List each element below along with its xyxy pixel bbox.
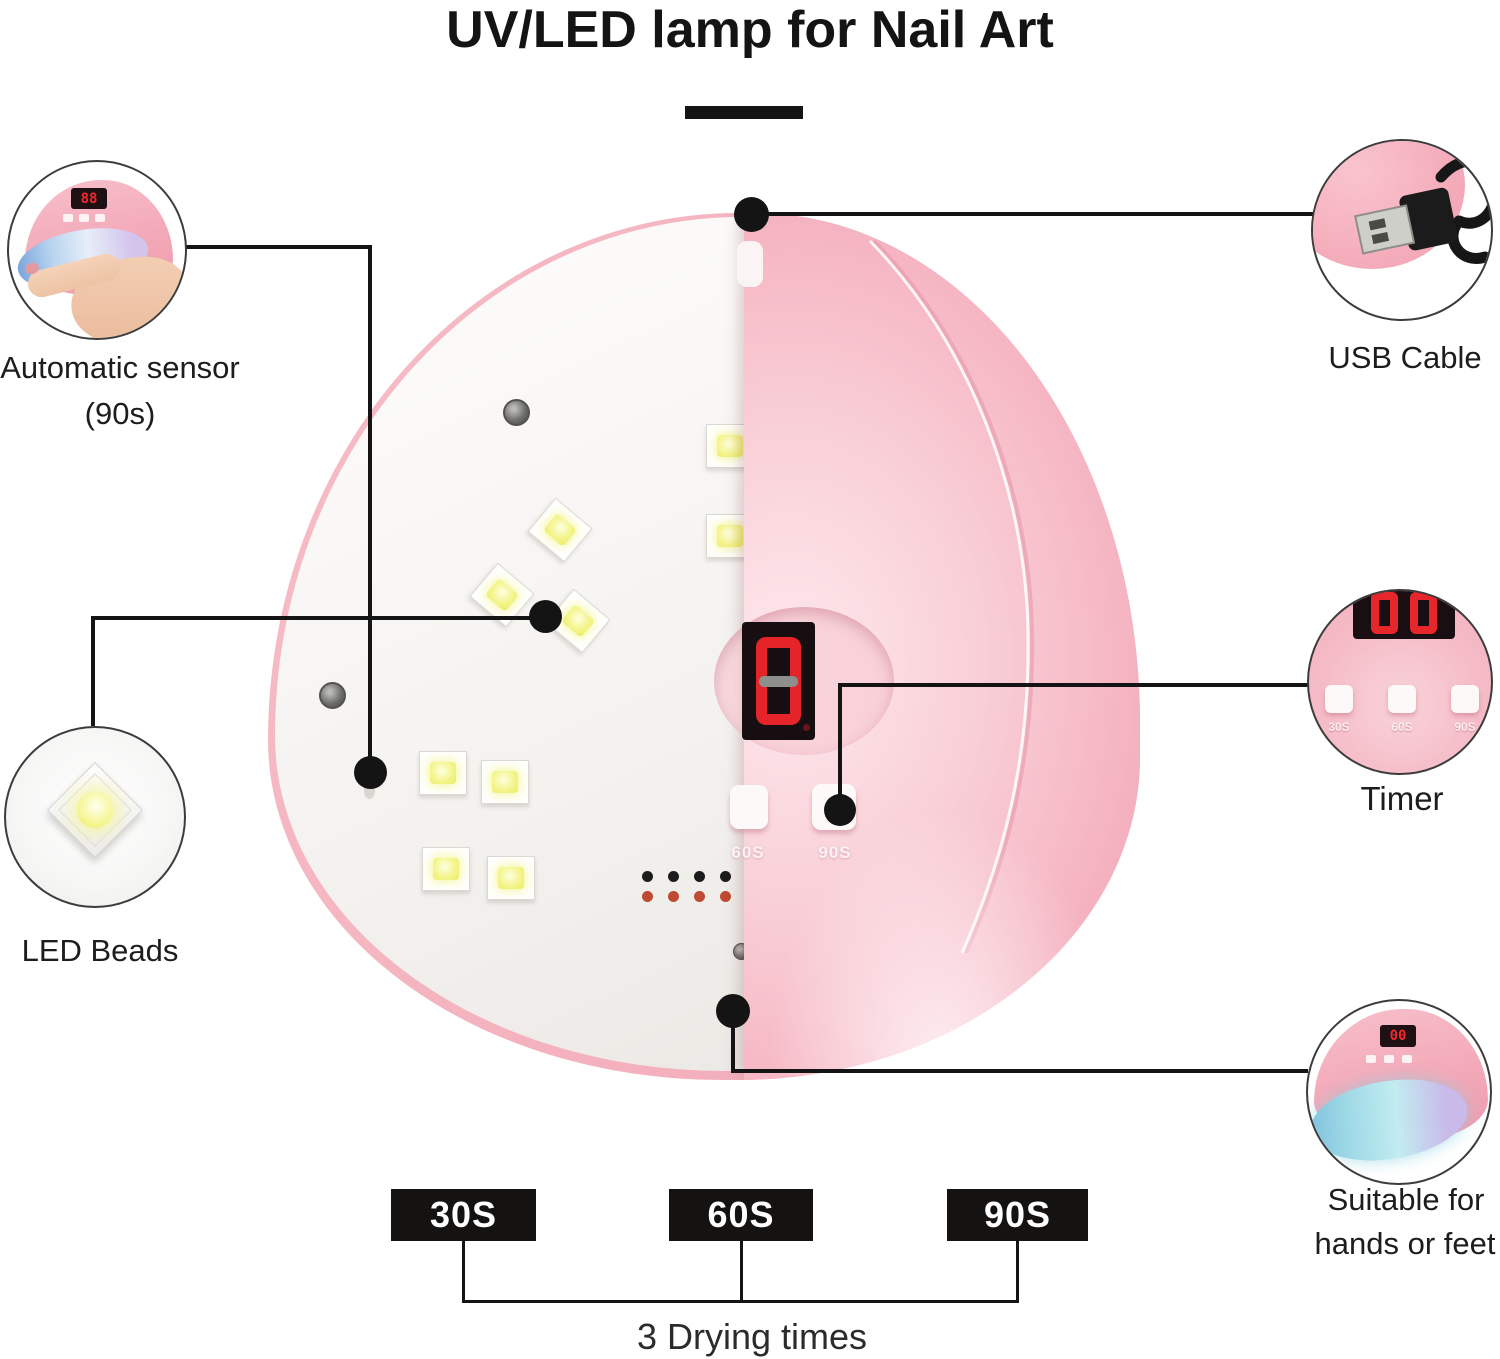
timer-60s-button bbox=[1388, 685, 1416, 713]
title-underline-bar bbox=[685, 106, 803, 119]
label-automatic-sensor: Automatic sensor bbox=[0, 350, 240, 385]
screw-icon bbox=[503, 399, 530, 426]
vent-dot bbox=[694, 871, 705, 882]
connector-line-suitable-v bbox=[731, 1010, 735, 1072]
mini-display-value: 00 bbox=[1389, 1028, 1407, 1044]
label-timer: Timer bbox=[1360, 780, 1444, 817]
label-usb-cable: USB Cable bbox=[1328, 340, 1482, 375]
vent-dot bbox=[668, 871, 679, 882]
anchor-dot-suitable bbox=[716, 994, 750, 1028]
vent-dot-red bbox=[668, 891, 679, 902]
callout-automatic-sensor: 88 bbox=[7, 160, 187, 340]
lamp-60s-button bbox=[730, 785, 768, 829]
led-chip bbox=[481, 760, 529, 804]
timer-90s-label: 90S bbox=[1454, 720, 1476, 734]
connector-line-sensor-v bbox=[368, 245, 372, 776]
lamp-60s-label: 60S bbox=[731, 843, 765, 862]
page-title: UV/LED lamp for Nail Art bbox=[446, 1, 1054, 59]
anchor-dot-timer bbox=[824, 794, 856, 826]
callout-led-beads bbox=[4, 726, 186, 908]
led-chip bbox=[487, 856, 535, 900]
anchor-dot-usb bbox=[734, 197, 769, 232]
lamp-display bbox=[742, 622, 815, 740]
mini-button bbox=[1384, 1055, 1394, 1063]
led-chip bbox=[422, 847, 470, 891]
drying-60s-button: 60S bbox=[669, 1189, 813, 1241]
vent-dot-red bbox=[642, 891, 653, 902]
callout-timer: 30S 60S 90S bbox=[1307, 589, 1493, 775]
callout-usb-cable bbox=[1311, 139, 1493, 321]
mini-button bbox=[95, 214, 105, 222]
connector-line-led bbox=[91, 616, 549, 620]
pink-highlight bbox=[769, 815, 1114, 1075]
display-dot bbox=[803, 724, 810, 731]
led-core-large bbox=[69, 784, 121, 836]
vent-dot bbox=[720, 871, 731, 882]
anchor-dot-sensor bbox=[354, 756, 387, 789]
label-suitable-2: hands or feet bbox=[1314, 1226, 1496, 1261]
mini-display-value: 88 bbox=[80, 190, 98, 207]
led-chip-frame bbox=[58, 773, 132, 847]
connector-line-timer bbox=[838, 683, 1310, 687]
mini-display: 00 bbox=[1380, 1025, 1416, 1047]
led-chip bbox=[419, 751, 467, 795]
connector-line-led-v bbox=[91, 616, 95, 726]
mini-button bbox=[79, 214, 89, 222]
vent-dot-red bbox=[720, 891, 731, 902]
timer-60s-label: 60S bbox=[1391, 720, 1413, 734]
segment-off-middle bbox=[759, 676, 798, 687]
mini-button bbox=[1402, 1055, 1412, 1063]
timer-digit bbox=[1410, 592, 1437, 634]
label-led-beads: LED Beads bbox=[21, 933, 179, 968]
connector-line-suitable bbox=[731, 1069, 1308, 1073]
timer-digit bbox=[1371, 592, 1398, 634]
drying-connector-line bbox=[462, 1300, 1019, 1303]
connector-line-sensor bbox=[180, 245, 372, 249]
drying-30s-button: 30S bbox=[391, 1189, 536, 1241]
connector-line-timer-v bbox=[838, 683, 842, 812]
nail-lamp-image: 60S 90S bbox=[268, 213, 1140, 1080]
timer-90s-button bbox=[1451, 685, 1479, 713]
timer-display bbox=[1353, 591, 1455, 639]
screw-icon bbox=[319, 682, 346, 709]
led-chip-large bbox=[46, 761, 144, 858]
mini-button bbox=[63, 214, 73, 222]
connector-line-usb bbox=[748, 212, 1313, 216]
drying-stub-30s bbox=[462, 1241, 465, 1303]
timer-30s-label: 30S bbox=[1328, 720, 1350, 734]
usb-plug-icon bbox=[1354, 155, 1491, 264]
anchor-dot-led bbox=[529, 600, 562, 633]
drying-90s-button: 90S bbox=[947, 1189, 1088, 1241]
mini-button bbox=[1366, 1055, 1376, 1063]
label-automatic-sensor-2: (90s) bbox=[84, 396, 156, 431]
lamp-90s-label: 90S bbox=[818, 843, 852, 862]
callout-suitable: 00 bbox=[1306, 999, 1492, 1185]
motion-sensor bbox=[364, 783, 375, 799]
drying-stub-60s bbox=[740, 1241, 743, 1303]
vent-dot bbox=[642, 871, 653, 882]
drying-caption: 3 Drying times bbox=[636, 1316, 868, 1357]
label-suitable-1: Suitable for bbox=[1327, 1182, 1485, 1217]
hinge-notch bbox=[737, 241, 763, 287]
mini-display: 88 bbox=[71, 188, 107, 209]
drying-stub-90s bbox=[1016, 1241, 1019, 1303]
vent-dot-red bbox=[694, 891, 705, 902]
timer-30s-button bbox=[1325, 685, 1353, 713]
